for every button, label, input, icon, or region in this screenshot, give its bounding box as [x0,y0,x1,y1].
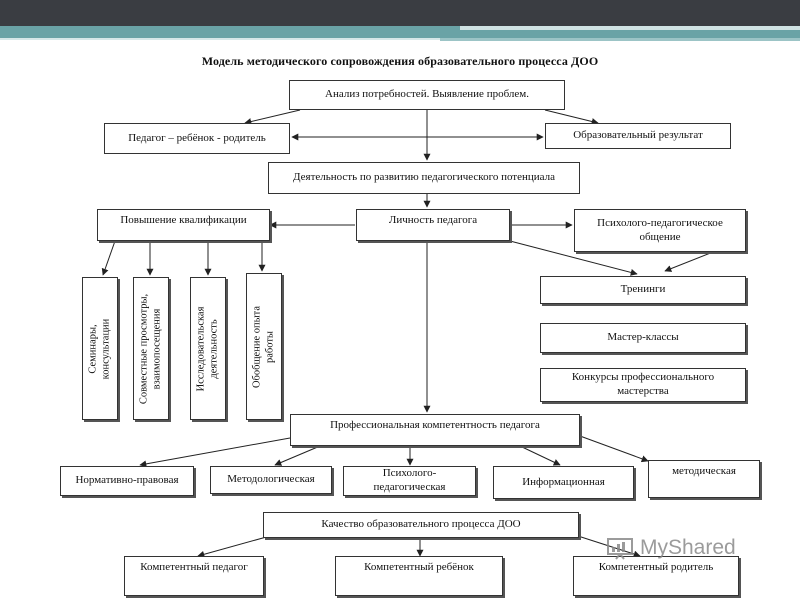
slide-header-stripe [460,26,800,30]
box-joint-views: Совместные просмотры, взаимопосещения [133,277,169,420]
box-competent-parent: Компетентный родитель [573,556,739,596]
seminars-line-2: консультации [100,318,111,379]
diagram-title: Модель методического сопровождения образ… [201,54,599,68]
box-experience: Обобщение опыта работы [246,273,282,420]
arrow-quality-to-teacher [197,535,271,558]
arrow-competence-to-normative [139,437,291,468]
arrow-competence-to-methodical [579,435,649,463]
watermark-logo: MyShared [606,536,736,560]
box-education-quality: Качество образовательного процесса ДОО [263,512,579,538]
box-competent-child: Компетентный ребёнок [335,556,503,596]
box-informational: Информационная [493,466,634,499]
box-professional-competence: Профессиональная компетентность педагога [290,414,580,446]
arrow-personality-to-trainings [509,240,638,276]
arrow-analysis-to-result [544,109,599,125]
research-line-1: Исследовательская [195,306,207,391]
arrow-to-seminars [101,240,116,276]
box-psych-pedagogical: Психолого-педагогическая [343,466,476,496]
box-normative-legal: Нормативно-правовая [60,466,194,496]
research-line-2: деятельность [208,318,219,379]
arrow-analysis-to-triad [244,109,301,125]
box-masterclasses: Мастер-классы [540,323,746,353]
joint-views-line-1: Совместные просмотры, [138,293,150,404]
box-development-activity: Деятельность по развитию педагогического… [268,162,580,194]
slide-header-stripe [0,38,440,40]
arrow-competence-to-informational [519,445,561,466]
seminars-line-1: Семинары, [87,323,99,374]
experience-line-2: работы [264,330,275,363]
box-qualification: Повышение квалификации [97,209,270,241]
box-educational-result: Образовательный результат [545,123,731,149]
slide-header-stripe [440,38,800,41]
presentation-icon [607,538,633,560]
arrow-competence-to-methodological [274,445,321,466]
box-professional-contests: Конкурсы профессионального мастерства [540,368,746,402]
box-methodological: Методологическая [210,466,332,494]
experience-line-1: Обобщение опыта [251,305,263,388]
box-needs-analysis: Анализ потребностей. Выявление проблем. [289,80,565,110]
watermark-text: MyShared [640,536,736,559]
box-seminars: Семинары, консультации [82,277,118,420]
joint-views-line-2: взаимопосещения [151,308,162,389]
box-teacher-child-parent: Педагог – ребёнок - родитель [104,123,290,154]
arrow-psych-to-trainings [664,251,714,272]
box-methodical: методическая [648,460,760,498]
slide-header-bar [0,0,800,26]
box-competent-teacher: Компетентный педагог [124,556,264,596]
box-psych-communication: Психолого-педагогическое общение [574,209,746,252]
box-trainings: Тренинги [540,276,746,304]
box-research: Исследовательская деятельность [190,277,226,420]
box-teacher-personality: Личность педагога [356,209,510,241]
